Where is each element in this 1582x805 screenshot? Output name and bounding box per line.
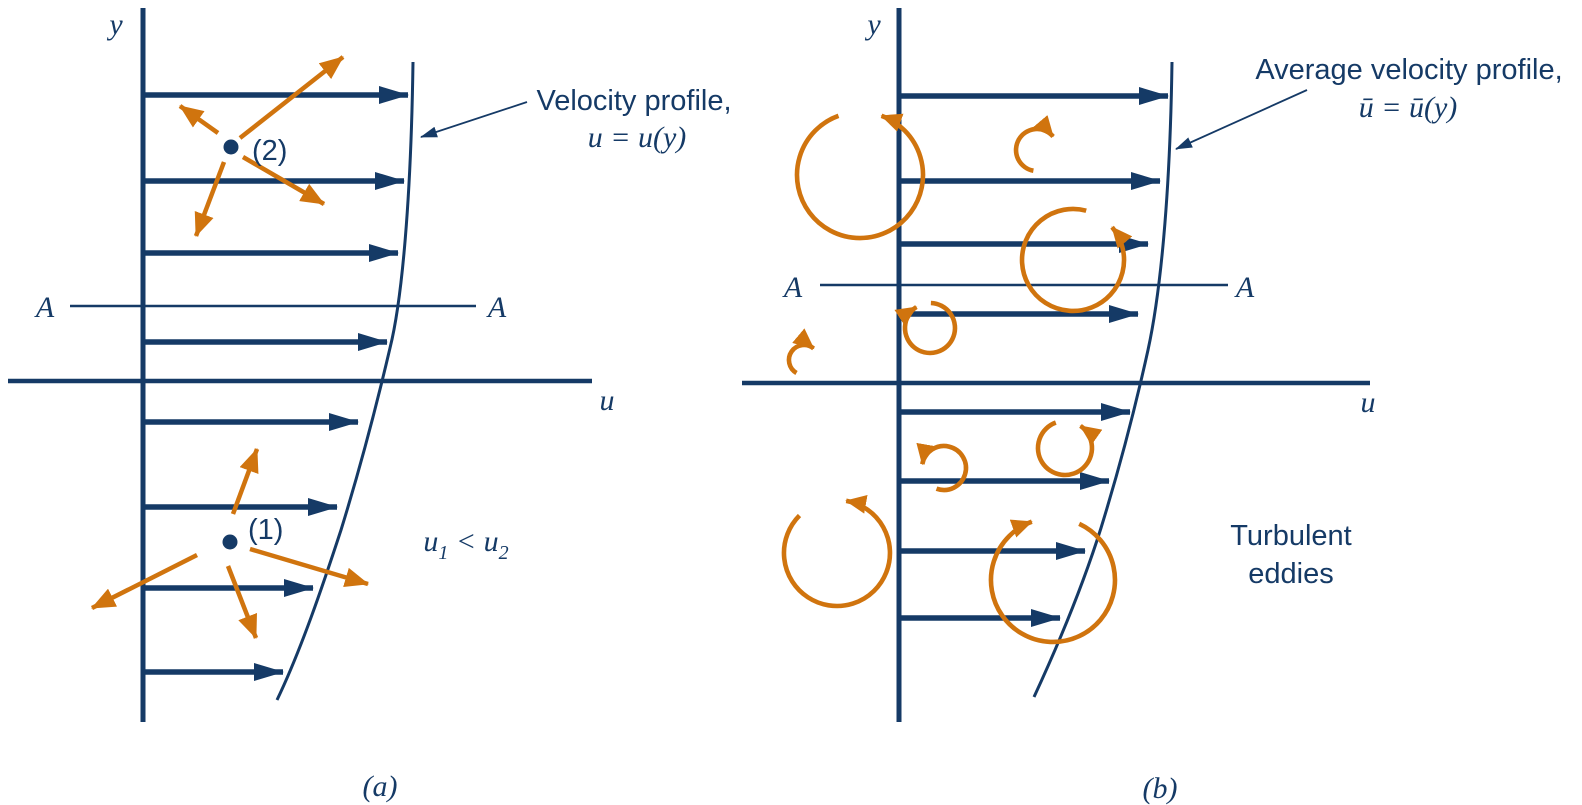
turbulent-eddies-label-line2: eddies <box>1248 558 1333 590</box>
turbulent-eddy <box>988 519 1118 645</box>
velocity-fluctuation-arrow <box>178 104 220 135</box>
u-axis-label-b: u <box>1361 386 1376 419</box>
u-axis-label-a: u <box>600 384 615 417</box>
inequality-label: u1 < u2 <box>423 525 508 564</box>
velocity-fluctuation-arrow <box>90 552 199 611</box>
velocity-arrows-b <box>899 87 1169 627</box>
point-markers <box>222 139 239 550</box>
profile-annotation-arrow-b <box>1175 89 1308 150</box>
turbulent-eddy <box>794 113 926 241</box>
section-label-a-right: A <box>486 291 507 324</box>
velocity-fluctuation-arrow <box>249 546 369 588</box>
turbulent-eddy <box>786 328 816 375</box>
turbulent-eddy <box>894 300 958 356</box>
fluctuation-arrows <box>90 55 369 639</box>
turbulent-eddies-label-line1: Turbulent <box>1230 520 1351 552</box>
section-label-a-left: A <box>34 291 55 324</box>
caption-b: (b) <box>1143 772 1178 805</box>
profile-equation-b: ū = ū(y) <box>1359 91 1458 124</box>
y-axis-label-a: y <box>106 8 123 41</box>
turbulent-eddy <box>781 494 893 609</box>
point-2-label: (2) <box>252 135 287 167</box>
velocity-fluctuation-arrow <box>241 155 326 206</box>
turbulent-eddy <box>916 442 969 493</box>
section-label-b-left: A <box>782 271 803 304</box>
profile-annotation-arrow-a <box>420 101 528 138</box>
profile-equation-a: u = u(y) <box>588 121 687 154</box>
y-axis-label-b: y <box>864 8 881 41</box>
profile-title-b: Average velocity profile, <box>1255 54 1562 86</box>
velocity-fluctuation-arrow <box>225 565 259 639</box>
point-1-label: (1) <box>248 514 283 546</box>
panel-b: y u A A Average velocity profile, ū = ū(… <box>742 8 1563 805</box>
turbulent-eddy <box>1013 115 1055 173</box>
average-velocity-profile-curve <box>1032 61 1174 698</box>
turbulent-eddies <box>781 113 1133 645</box>
velocity-fluctuation-arrow <box>238 55 345 140</box>
caption-a: (a) <box>363 770 398 803</box>
turbulent-eddy <box>1019 206 1133 314</box>
velocity-fluctuation-arrow <box>230 448 260 515</box>
section-label-b-right: A <box>1234 271 1255 304</box>
point-marker <box>223 139 239 155</box>
velocity-fluctuation-arrow <box>193 161 227 237</box>
profile-title-a: Velocity profile, <box>536 85 731 117</box>
turbulent-eddy <box>1035 420 1103 478</box>
velocity-profile-curve <box>275 61 415 701</box>
point-marker <box>222 534 238 550</box>
panel-a: y u A A Velocity profile, u = u(y) u1 < … <box>8 8 732 803</box>
velocity-arrows-a <box>143 86 409 681</box>
